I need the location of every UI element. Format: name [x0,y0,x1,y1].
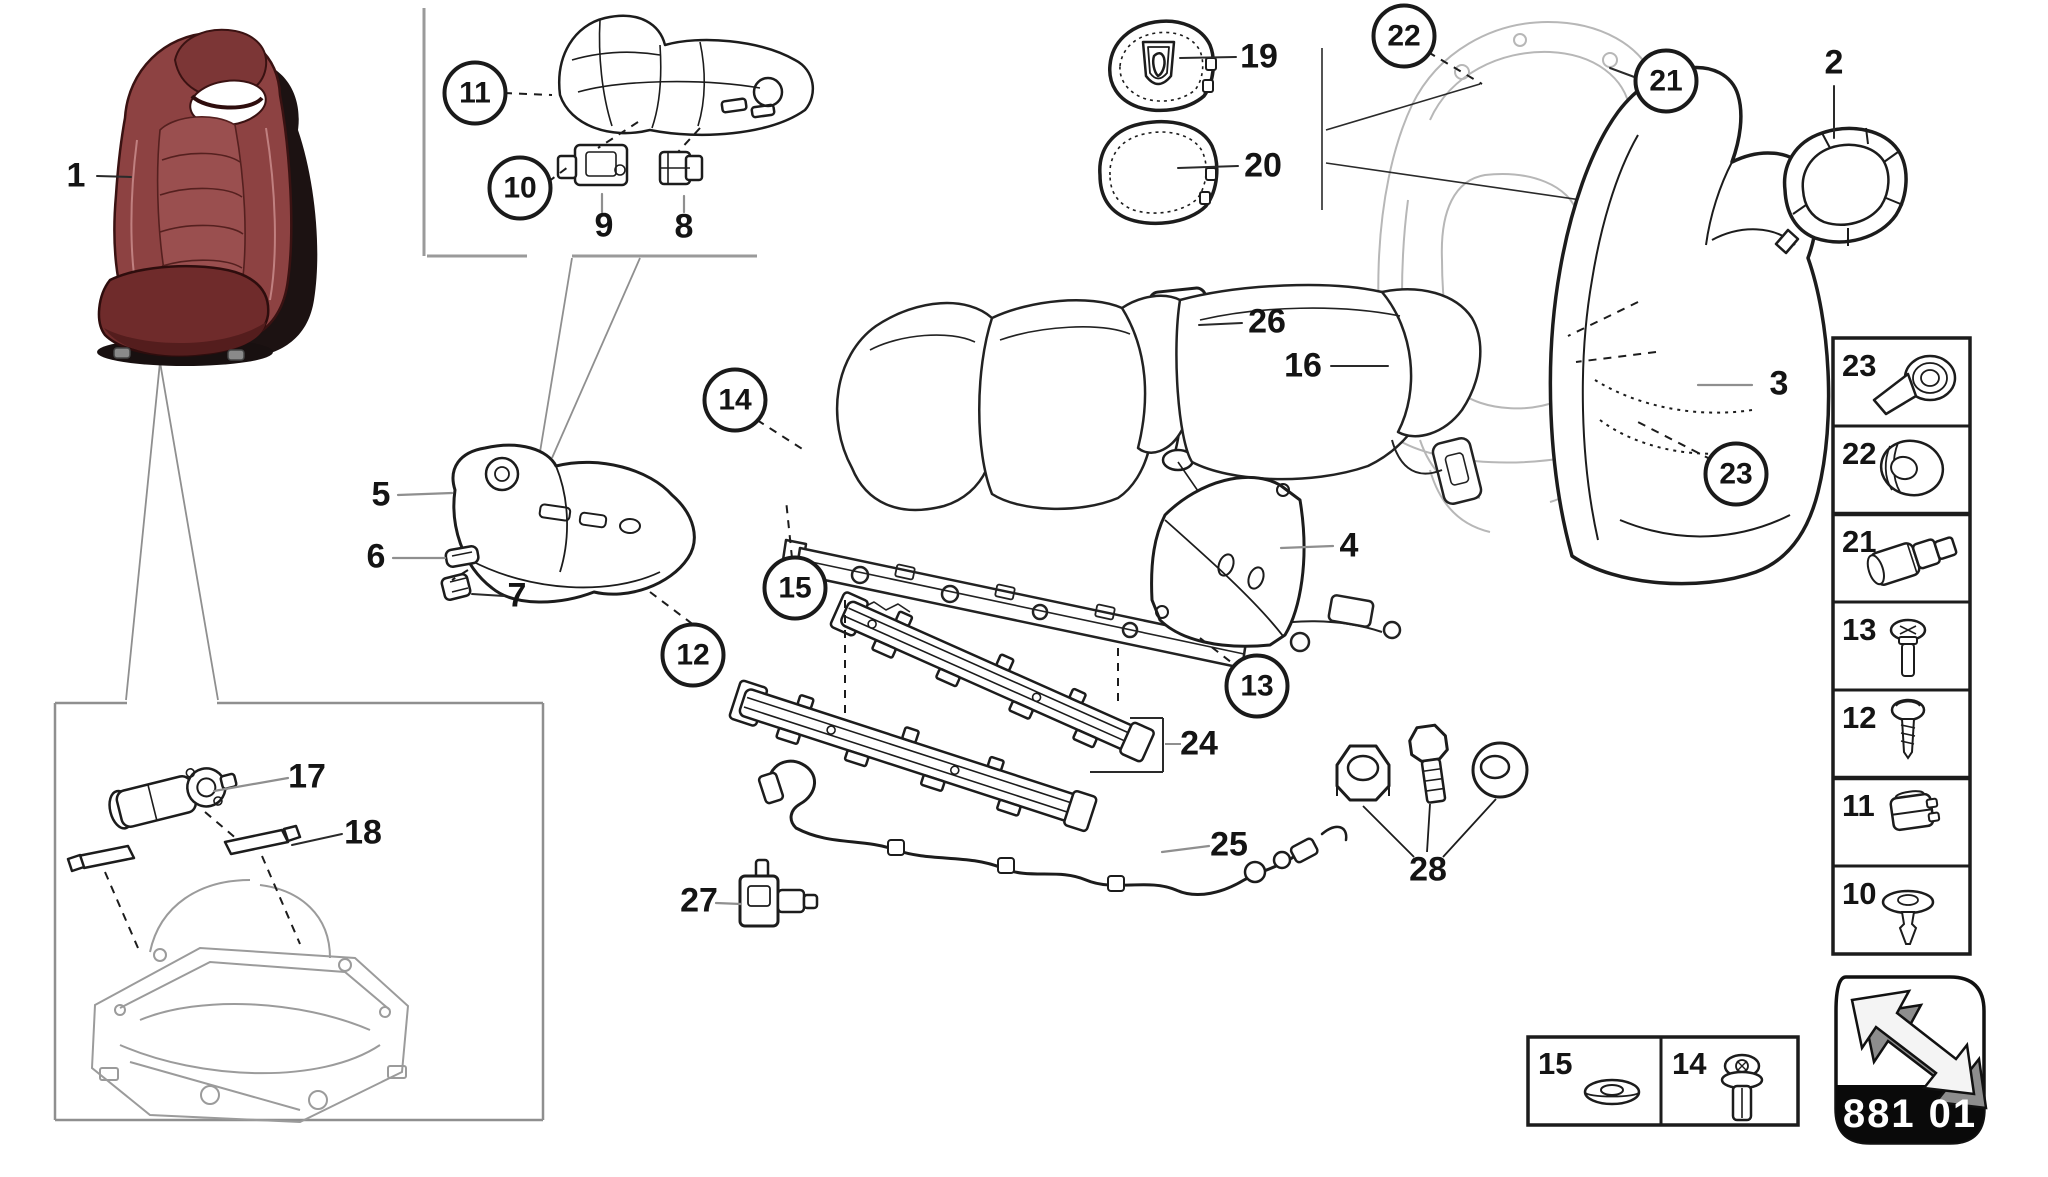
sidebar-row-num-10: 10 [1842,876,1877,911]
recliner-panel-drawing [557,14,815,137]
clip-part-6-drawing [444,545,480,568]
callout-26: 26 [1248,302,1286,341]
flange-screw-icon [1720,1053,1764,1122]
switch-part-8-drawing [658,150,704,186]
sidebar-row-num-22: 22 [1842,436,1877,471]
callout-circle-22: 22 [1371,3,1437,69]
dashed-leader-lines [104,51,1713,949]
detail-box-top [422,8,757,258]
callout-8: 8 [674,207,694,246]
rail-label-bracket [1090,717,1181,773]
fastener-group-28-drawing [1335,723,1529,858]
callout-circle-13: 13 [1224,653,1290,719]
callout-circle-10: 10 [487,155,553,221]
callout-circle-11: 11 [442,60,508,126]
callout-7: 7 [507,576,527,615]
bottom-cell-num-15: 15 [1538,1046,1573,1081]
sidebar-row-num-23: 23 [1842,348,1877,383]
seat-frame-ghost-drawing [90,879,410,1124]
tapping-screw-icon [1890,698,1926,760]
sidebar-row-num-11: 11 [1842,788,1875,823]
headrest-pad-20-drawing [1098,119,1219,226]
callout-circle-23: 23 [1703,441,1769,507]
switch-part-9-drawing [556,143,629,187]
pan-head-screw-icon [1889,618,1927,677]
bottom-parts-table [1526,1035,1800,1127]
seat-assembly-drawing [97,28,318,366]
callout-18: 18 [344,813,382,852]
back-arrow-icon [1850,989,1988,1110]
seat-rail-upper-drawing [829,591,1155,763]
callout-3: 3 [1769,364,1789,403]
callout-6: 6 [366,537,386,576]
callout-25: 25 [1210,825,1248,864]
sidebar-row-num-12: 12 [1842,700,1877,735]
wiring-harness-drawing [757,759,1348,897]
sidebar-row-num-21: 21 [1842,524,1877,559]
side-trim-panel-drawing [451,443,696,604]
callout-circle-15: 15 [762,555,828,621]
leader-lines [96,56,1835,906]
side-finisher-part-4-drawing [1150,475,1306,648]
callout-16: 16 [1284,346,1322,385]
callout-circle-12: 12 [660,622,726,688]
projection-lines [125,257,641,701]
callout-17: 17 [288,757,326,796]
spacer-sleeve-icon [1866,536,1958,586]
seat-motor-drawing [108,767,238,830]
seat-cushion-drawing [778,283,1483,670]
callout-28: 28 [1409,850,1447,889]
clip-nut-icon [1889,790,1941,832]
callout-circle-21: 21 [1633,48,1699,114]
callout-9: 9 [594,206,614,245]
detail-box-bottom-left [53,701,545,1122]
grommet-icon [1879,439,1945,497]
connector-part-27-drawing [738,858,819,928]
page-code-box[interactable] [1834,975,1988,1145]
callout-1: 1 [66,156,86,195]
page-code-label: 881 01 [1842,1092,1978,1136]
callout-24: 24 [1180,724,1218,763]
headrest-collar-drawing [1774,126,1908,255]
callout-circle-14: 14 [702,367,768,433]
callout-4: 4 [1339,526,1359,565]
callout-27: 27 [680,881,718,920]
clip-part-7-drawing [440,572,472,602]
drive-cable-drawing [66,824,302,873]
headrest-pad-19-drawing [1108,19,1217,113]
callout-20: 20 [1244,146,1282,185]
washer-icon [1583,1078,1641,1106]
bottom-cell-num-14: 14 [1672,1046,1707,1081]
push-rivet-icon [1881,889,1935,945]
callout-19: 19 [1240,37,1278,76]
backrest-shell-drawing [1548,65,1831,586]
seat-rail-lower-drawing [728,679,1098,833]
cone-rivet-icon [1872,354,1957,416]
callout-5: 5 [371,475,391,514]
callout-2: 2 [1824,43,1844,82]
sidebar-row-num-13: 13 [1842,612,1877,647]
